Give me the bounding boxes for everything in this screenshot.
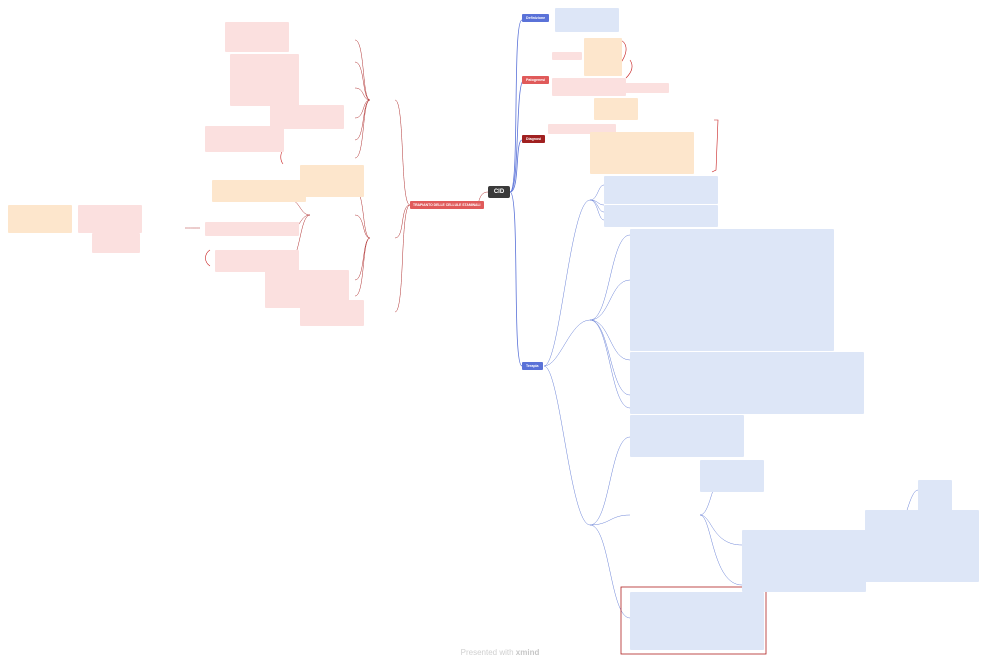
topic-patogenesi[interactable]: Patogenesi bbox=[522, 76, 550, 84]
footer: Presented with xmind bbox=[0, 648, 1000, 657]
node-block bbox=[630, 415, 744, 457]
node-block bbox=[594, 98, 638, 120]
node-block bbox=[604, 176, 718, 204]
node-block bbox=[552, 78, 626, 96]
node-block bbox=[700, 460, 764, 492]
node-block bbox=[590, 132, 694, 174]
node-block bbox=[205, 222, 299, 236]
xmind-logo: xmind bbox=[515, 648, 540, 657]
main-branch-transplant[interactable]: TRAPIANTO DELLE CELLULE STAMINALI bbox=[410, 201, 484, 209]
node-block bbox=[92, 233, 140, 253]
node-block bbox=[270, 105, 344, 129]
node-block bbox=[205, 126, 284, 152]
footer-prefix: Presented with bbox=[460, 648, 514, 657]
topic-definizione[interactable]: Definizione bbox=[522, 14, 550, 22]
node-block bbox=[625, 83, 669, 93]
definition-note bbox=[555, 8, 619, 32]
node-block bbox=[552, 52, 582, 60]
node-block bbox=[604, 205, 718, 227]
node-block bbox=[300, 165, 364, 197]
node-block bbox=[300, 300, 364, 326]
node-block bbox=[225, 22, 289, 52]
node-block bbox=[548, 124, 616, 134]
node-block bbox=[230, 54, 299, 106]
node-block bbox=[630, 229, 834, 351]
node-block bbox=[215, 250, 299, 272]
node-block bbox=[630, 352, 864, 414]
node-block bbox=[584, 38, 622, 76]
topic-diagnosi[interactable]: Diagnosi bbox=[522, 135, 546, 143]
node-block bbox=[212, 180, 306, 202]
node-block bbox=[742, 530, 866, 592]
topic-terapia[interactable]: Terapia bbox=[522, 362, 543, 370]
node-block bbox=[630, 592, 764, 650]
node-block bbox=[8, 205, 72, 233]
node-block bbox=[78, 205, 142, 233]
central-topic[interactable]: CID bbox=[488, 186, 510, 198]
node-block bbox=[918, 480, 952, 557]
